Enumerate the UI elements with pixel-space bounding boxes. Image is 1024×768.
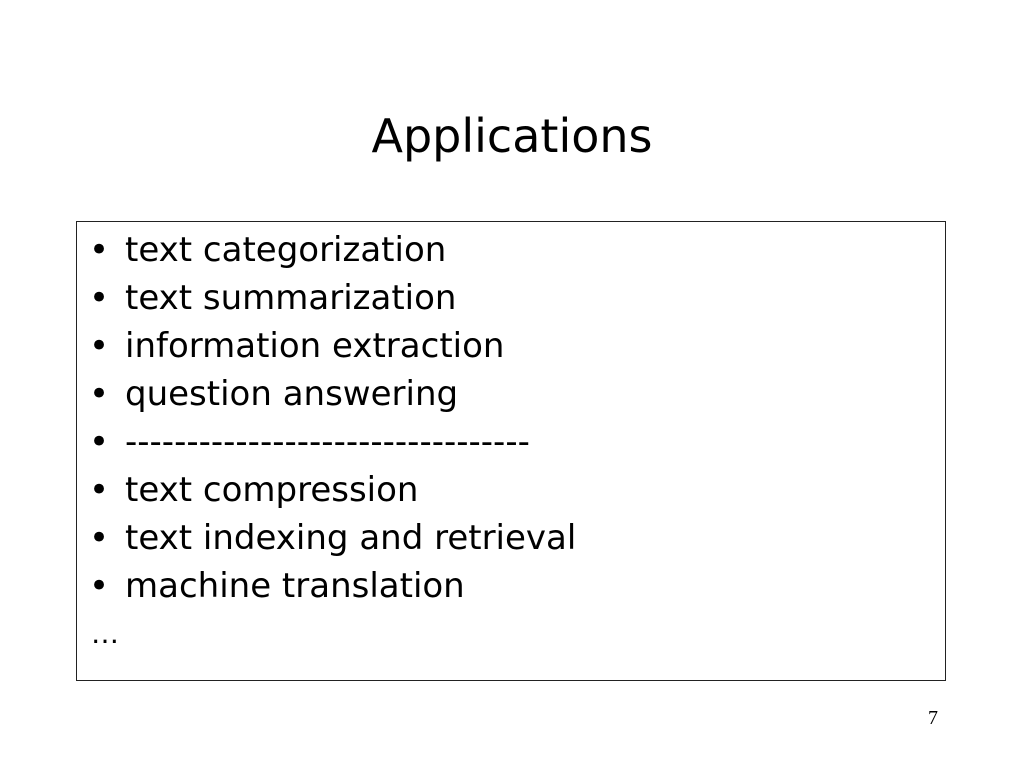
list-item: • question answering xyxy=(89,370,945,418)
page-number: 7 xyxy=(928,707,938,729)
list-item: • text compression xyxy=(89,466,945,514)
bullet-icon: • xyxy=(89,278,110,318)
list-item-text: information extraction xyxy=(125,326,505,366)
content-box: • text categorization • text summarizati… xyxy=(76,221,946,681)
list-item-text: --------------------------------- xyxy=(125,422,530,462)
list-item-text: text categorization xyxy=(125,230,447,270)
ellipsis-text: … xyxy=(91,617,119,650)
bullet-icon: • xyxy=(89,470,110,510)
slide-title: Applications xyxy=(371,109,653,163)
bullet-icon: • xyxy=(89,374,110,414)
list-item: • information extraction xyxy=(89,322,945,370)
bullet-icon: • xyxy=(89,326,110,366)
list-item-text: text compression xyxy=(125,470,419,510)
list-item-text: text indexing and retrieval xyxy=(125,518,577,558)
list-item: • machine translation xyxy=(89,562,945,610)
list-item-text: question answering xyxy=(125,374,459,414)
bullet-list: • text categorization • text summarizati… xyxy=(89,222,945,610)
bullet-icon: • xyxy=(89,518,110,558)
list-item-text: text summarization xyxy=(125,278,457,318)
bullet-icon: • xyxy=(89,422,110,462)
bullet-icon: • xyxy=(89,566,110,606)
list-item: • text indexing and retrieval xyxy=(89,514,945,562)
list-item: • text categorization xyxy=(89,226,945,274)
bullet-icon: • xyxy=(89,230,110,270)
list-item: • text summarization xyxy=(89,274,945,322)
list-item: • --------------------------------- xyxy=(89,418,945,466)
list-item-text: machine translation xyxy=(125,566,465,606)
